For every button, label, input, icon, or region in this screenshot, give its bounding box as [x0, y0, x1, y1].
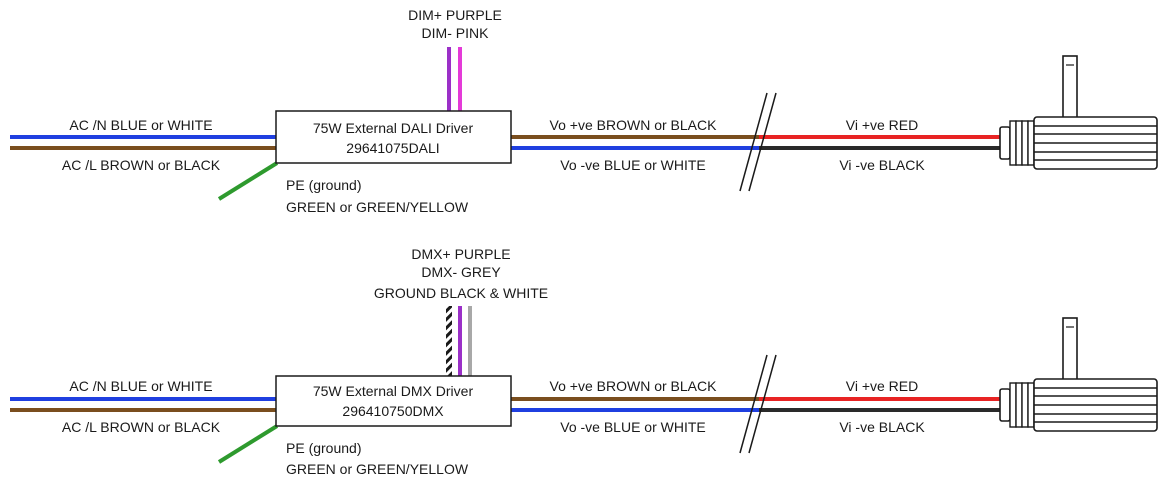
driver-part-number: 29641075DALI — [346, 140, 439, 156]
driver-name: 75W External DMX Driver — [313, 383, 474, 399]
vo-pos-label: Vo +ve BROWN or BLACK — [550, 117, 718, 133]
pe-wire — [217, 161, 279, 201]
dmx-minus-label: DMX- GREY — [421, 264, 501, 280]
dali-driver-box — [275, 110, 512, 164]
dali-diagram: DIM+ PURPLE DIM- PINK AC /N BLUE or WHIT… — [10, 7, 1158, 215]
pe-color-label: GREEN or GREEN/YELLOW — [286, 461, 469, 477]
driver-name: 75W External DALI Driver — [313, 120, 474, 136]
driver-part-number: 296410750DMX — [342, 403, 444, 419]
dim-plus-label: DIM+ PURPLE — [408, 7, 502, 23]
vo-pos-label: Vo +ve BROWN or BLACK — [550, 378, 718, 394]
vi-neg-label: Vi -ve BLACK — [839, 157, 925, 173]
ground-wire — [446, 306, 452, 376]
vi-pos-label: Vi +ve RED — [846, 378, 919, 394]
cable-break-mark — [748, 354, 777, 454]
ac-n-label: AC /N BLUE or WHITE — [69, 378, 212, 394]
ac-n-label: AC /N BLUE or WHITE — [69, 117, 212, 133]
dmx-diagram: DMX+ PURPLE DMX- GREY GROUND BLACK & WHI… — [10, 246, 1158, 477]
vi-neg-label: Vi -ve BLACK — [839, 419, 925, 435]
cable-break-mark — [739, 354, 768, 454]
fixture-icon — [999, 317, 1158, 432]
ac-l-label: AC /L BROWN or BLACK — [62, 419, 221, 435]
vo-neg-label: Vo -ve BLUE or WHITE — [560, 419, 705, 435]
vi-pos-label: Vi +ve RED — [846, 117, 919, 133]
pe-label: PE (ground) — [286, 440, 361, 456]
dmx-plus-label: DMX+ PURPLE — [411, 246, 510, 262]
pe-label: PE (ground) — [286, 177, 361, 193]
ac-l-label: AC /L BROWN or BLACK — [62, 157, 221, 173]
cable-break-mark — [748, 92, 777, 192]
vo-neg-label: Vo -ve BLUE or WHITE — [560, 157, 705, 173]
ground-label: GROUND BLACK & WHITE — [374, 285, 548, 301]
dmx-driver-box — [275, 375, 512, 427]
fixture-icon — [999, 55, 1158, 170]
dim-minus-label: DIM- PINK — [422, 25, 490, 41]
cable-break-mark — [739, 92, 768, 192]
pe-color-label: GREEN or GREEN/YELLOW — [286, 199, 469, 215]
pe-wire — [217, 424, 279, 464]
